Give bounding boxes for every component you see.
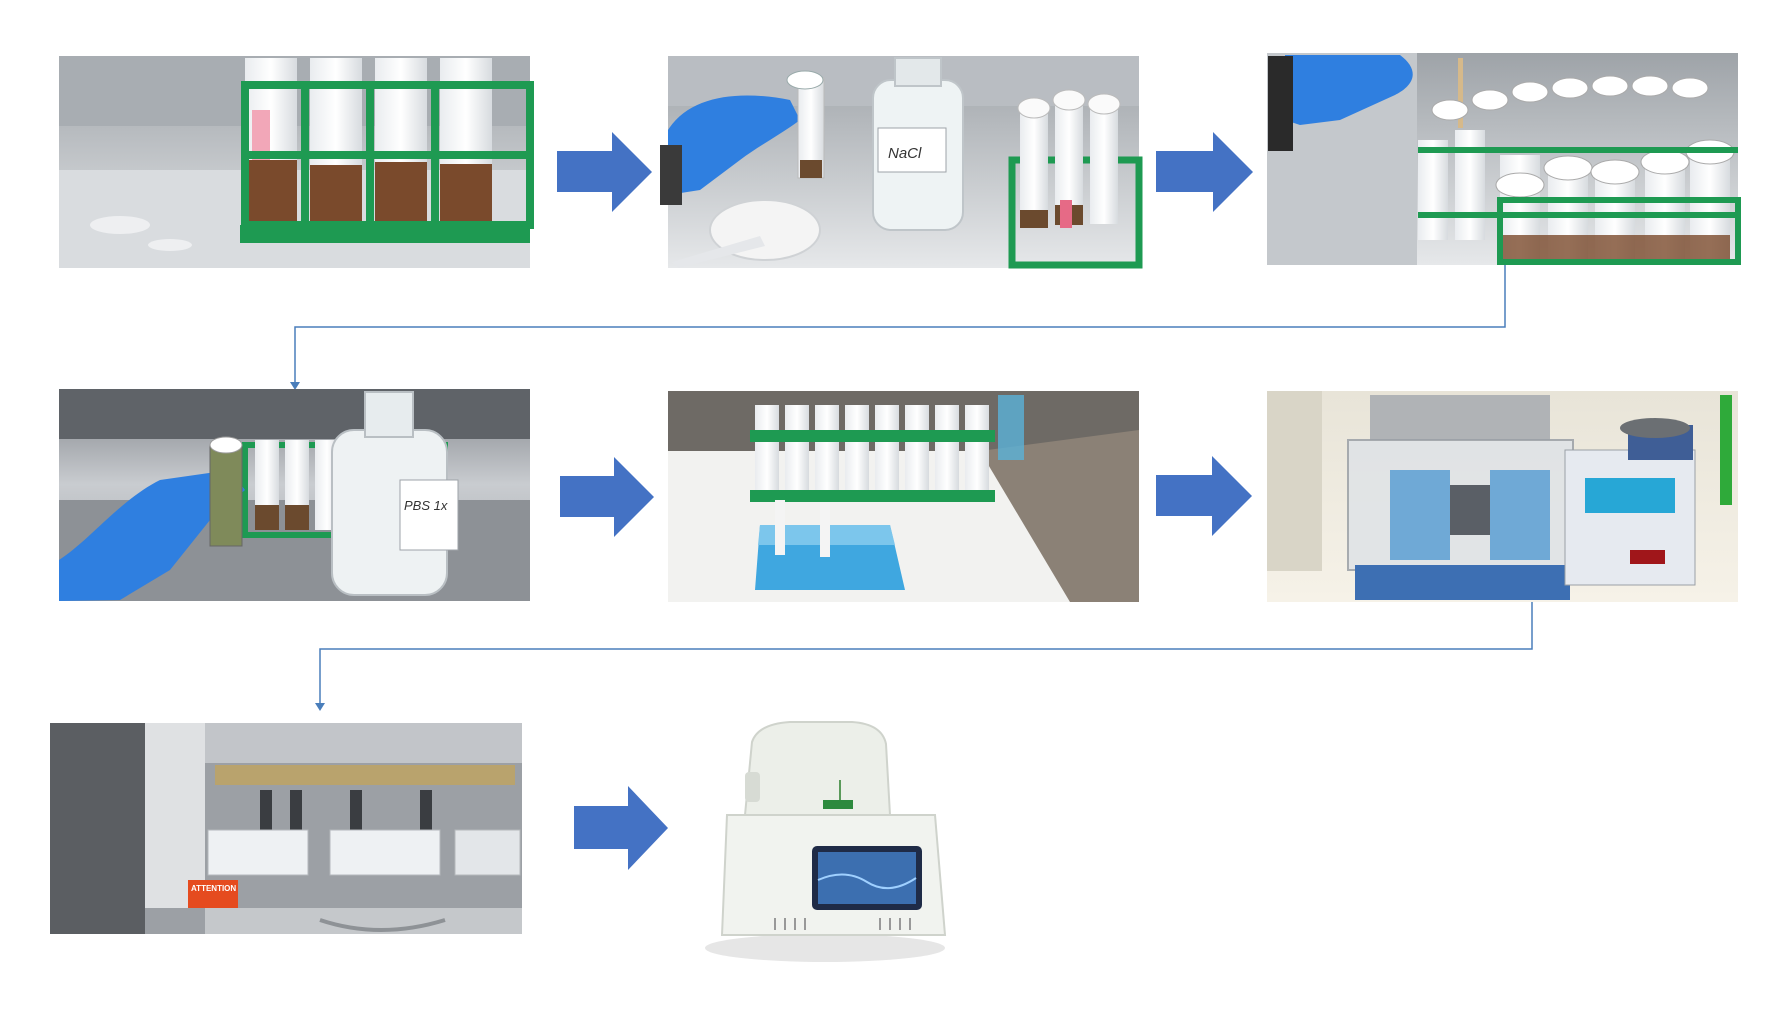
pbs-bottle-label: PBS 1x [404, 498, 448, 513]
pipette-heads [260, 790, 432, 830]
nacl-bottle: NaCl [872, 57, 964, 231]
connector-arrowhead-1 [290, 382, 300, 390]
vent-slots [774, 918, 911, 930]
step-5-photo [668, 391, 1139, 602]
step-1-photo [59, 56, 534, 268]
arrow-right-3 [560, 457, 654, 537]
green-rack [241, 81, 534, 229]
glove-hand [59, 470, 245, 601]
pbs-bottle: PBS 1x [331, 391, 459, 596]
arrow-right-5 [574, 786, 668, 870]
connector-row1-to-row2 [294, 265, 1506, 382]
connector-row2-to-row3 [319, 602, 1533, 703]
open-tubes [1418, 75, 1735, 260]
attention-sticker-text: ATTENTION [191, 884, 236, 893]
step-2-photo: NaCl [660, 56, 1143, 269]
step-6-photo [1267, 391, 1738, 602]
step-3-photo [1267, 53, 1741, 265]
connector-arrowhead-2 [315, 703, 325, 711]
green-rack-tubes [750, 395, 1024, 502]
tube-rack-right [1008, 89, 1143, 269]
step-7-photo: ATTENTION [50, 723, 522, 934]
arrow-right-4 [1156, 456, 1252, 536]
arrow-right-1 [557, 132, 652, 212]
nacl-bottle-label: NaCl [888, 145, 922, 162]
step-8-photo [705, 721, 947, 962]
homogenizer [1347, 395, 1574, 600]
tip-racks [207, 829, 521, 876]
arrow-right-2 [1156, 132, 1253, 212]
blue-rack [755, 500, 905, 590]
step-4-photo: PBS 1x [59, 389, 530, 601]
glove-hand [1268, 55, 1413, 151]
heat-block [1564, 418, 1696, 586]
glove-hand [660, 95, 800, 205]
